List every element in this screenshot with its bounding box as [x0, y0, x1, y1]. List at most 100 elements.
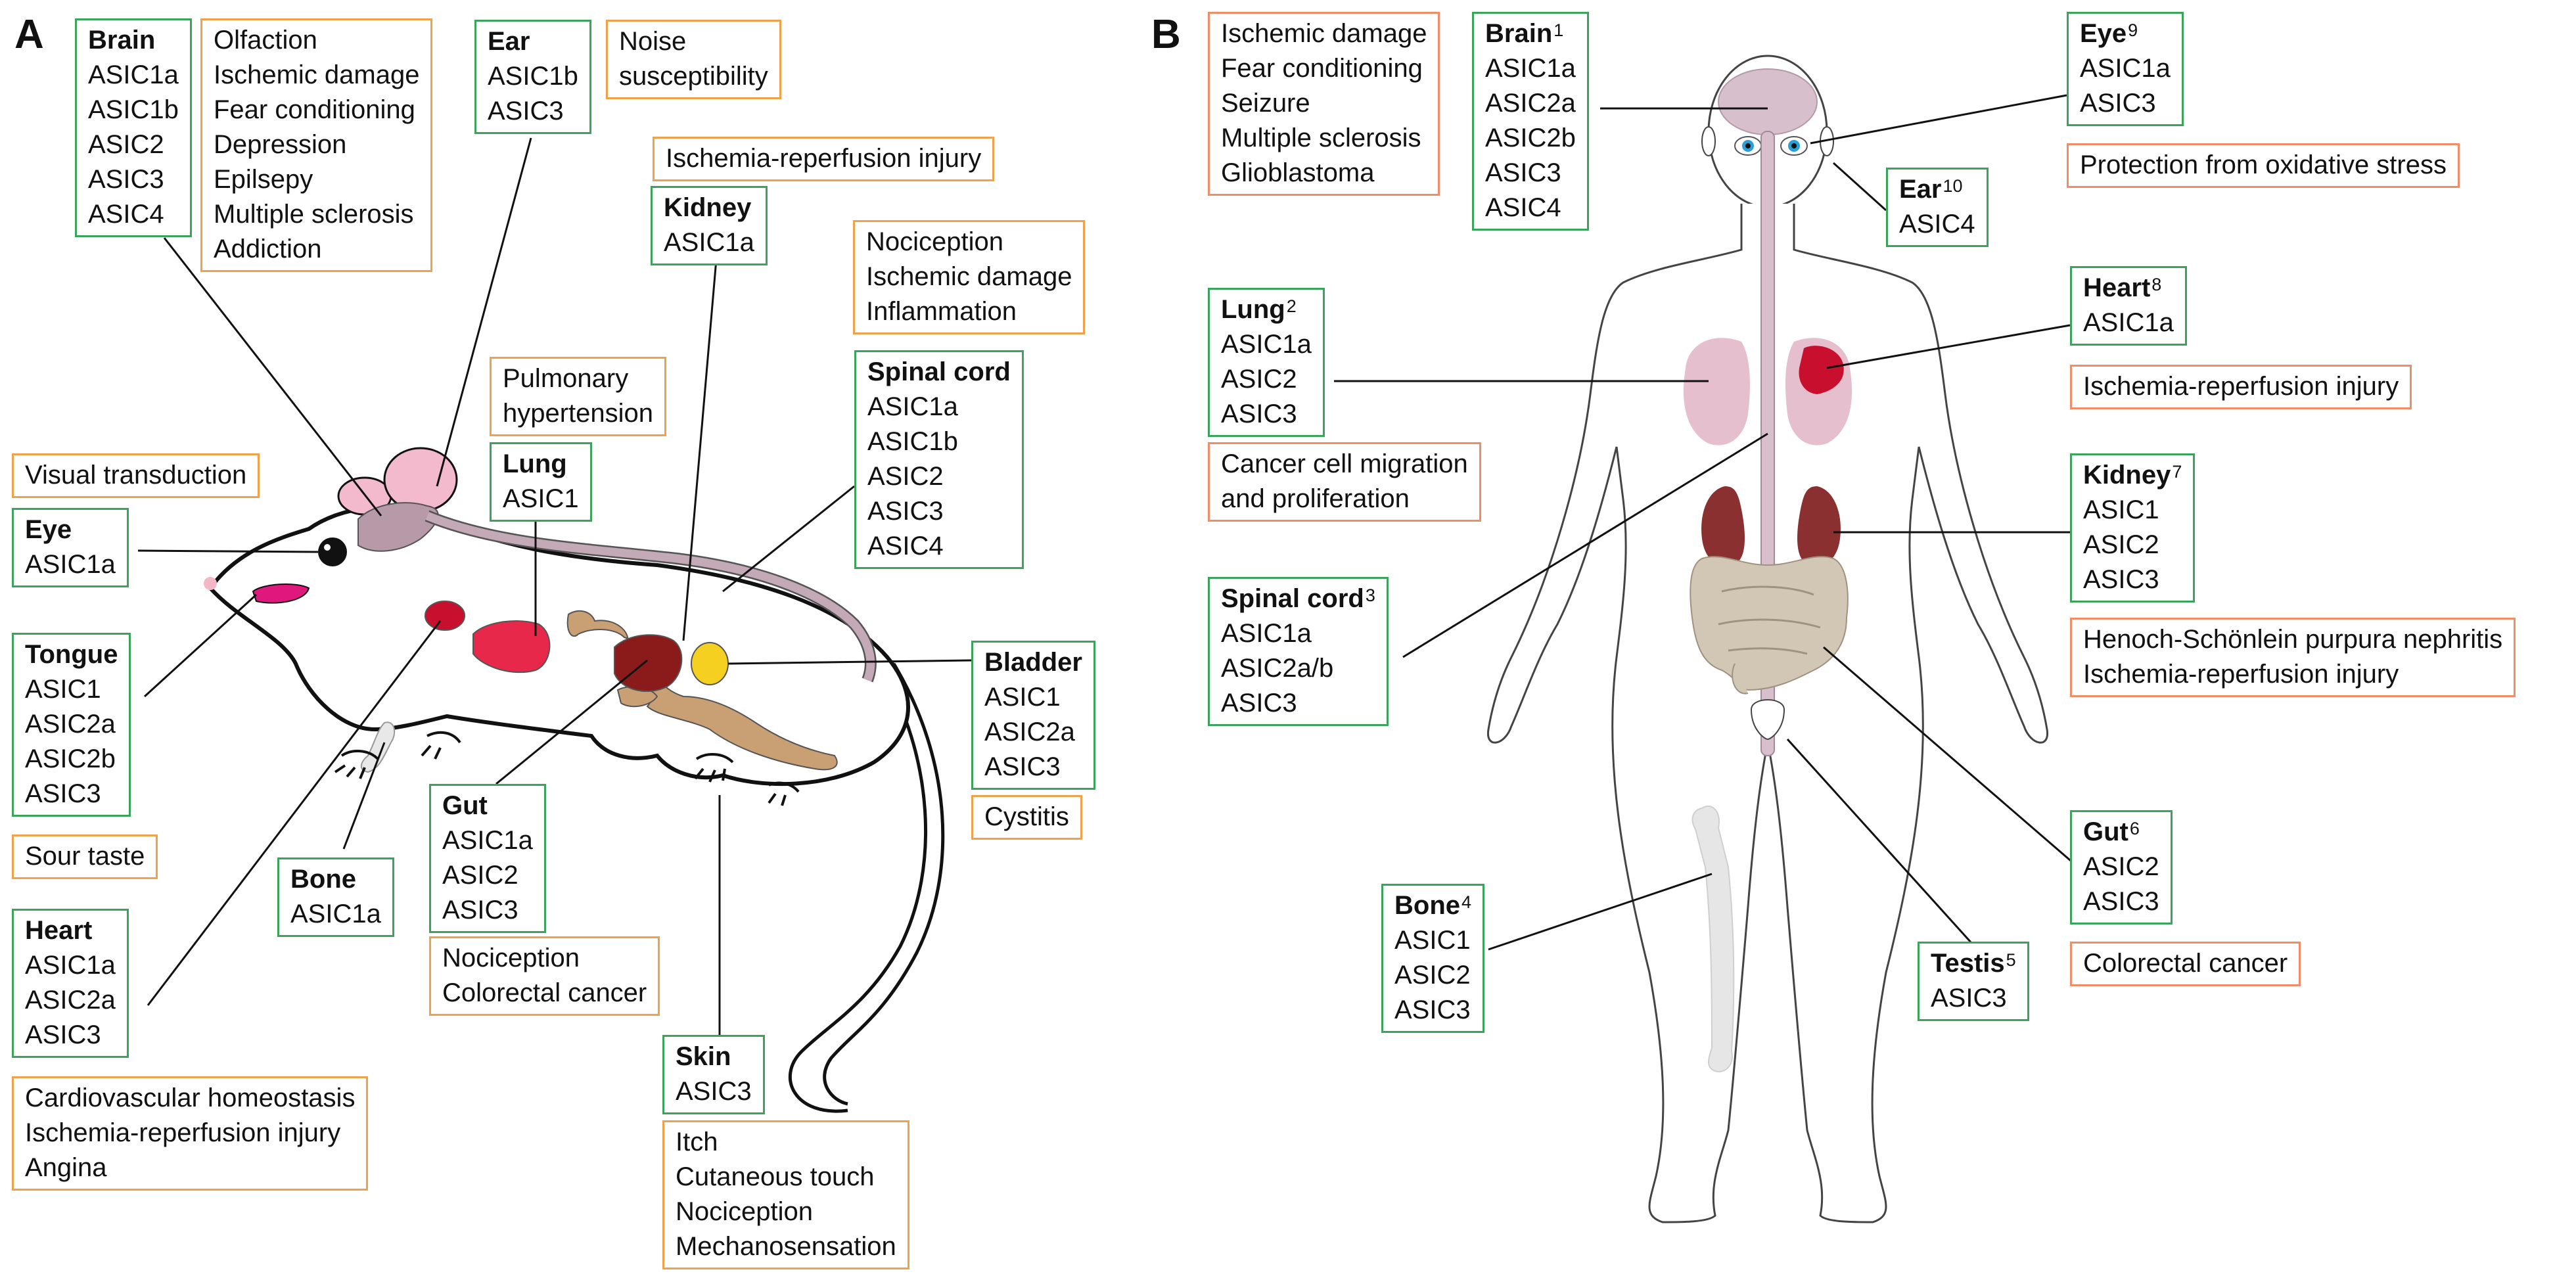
human-eye-ref: 9 — [2128, 20, 2138, 40]
human-gut-ref: 6 — [2129, 819, 2140, 838]
mouse-kidney-receptor: ASIC1a — [664, 228, 754, 257]
mouse-bladder-function: Cystitis — [984, 802, 1069, 831]
human-brain-ref: 1 — [1553, 20, 1564, 40]
human-heart — [1799, 346, 1844, 394]
mouse-bone-receptor: ASIC1a — [290, 900, 381, 928]
human-heart-function-box: Ischemia-reperfusion injury — [2070, 365, 2412, 409]
human-gut-title: Gut — [2083, 817, 2128, 846]
mouse-tongue-receptor: ASIC1 — [25, 675, 101, 704]
mouse-kidney-function-box: Ischemia-reperfusion injury — [653, 137, 995, 181]
mouse-bladder-function-box: Cystitis — [971, 795, 1082, 840]
mouse-tongue-receptor: ASIC2b — [25, 744, 116, 773]
mouse-ear-function: susceptibility — [619, 62, 768, 91]
mouse-eye-receptor-box: Eye ASIC1a — [12, 508, 129, 587]
mouse-brain-title: Brain — [88, 26, 156, 55]
human-ear-receptor: ASIC4 — [1899, 210, 1975, 239]
mouse-brain-function-box: Olfaction Ischemic damage Fear condition… — [200, 18, 433, 272]
human-testis-title: Testis — [1931, 949, 2005, 978]
human-heart-receptor-box: Heart8 ASIC1a — [2070, 266, 2187, 346]
mouse-heart-title: Heart — [25, 916, 93, 945]
mouse-ear — [383, 447, 458, 513]
mouse-skin-receptor-box: Skin ASIC3 — [662, 1035, 765, 1114]
human-lung-function: Cancer cell migration — [1221, 449, 1468, 478]
mouse-tongue-receptor: ASIC2a — [25, 710, 116, 739]
human-brain-function-box: Ischemic damage Fear conditioning Seizur… — [1208, 12, 1440, 196]
human-spinal-receptor: ASIC2a/b — [1221, 654, 1334, 683]
mouse-bladder-receptor: ASIC2a — [984, 718, 1075, 746]
mouse-ear-receptor: ASIC3 — [488, 97, 564, 126]
human-kidney-title: Kidney — [2083, 461, 2171, 490]
mouse-bladder — [691, 642, 729, 685]
mouse-brain-function: Ischemic damage — [214, 60, 420, 89]
human-kidney-receptor: ASIC2 — [2083, 530, 2159, 559]
mouse-spinal-receptor: ASIC1a — [867, 392, 958, 421]
human-spinal-ref: 3 — [1365, 585, 1375, 605]
mouse-brain-receptor: ASIC1b — [88, 95, 179, 124]
mouse-tongue-function: Sour taste — [25, 842, 145, 871]
human-brain-function: Fear conditioning — [1221, 54, 1423, 83]
human-brain-receptor: ASIC1a — [1485, 54, 1576, 83]
human-spinal-receptor-box: Spinal cord3 ASIC1a ASIC2a/b ASIC3 — [1208, 577, 1389, 726]
human-lung-receptor: ASIC3 — [1221, 399, 1297, 428]
mouse-eye-function-box: Visual transduction — [12, 453, 260, 498]
human-brain-function: Glioblastoma — [1221, 158, 1375, 187]
mouse-skin-title: Skin — [676, 1042, 731, 1071]
human-brain-receptor: ASIC3 — [1485, 158, 1561, 187]
mouse-heart-receptor-box: Heart ASIC1a ASIC2a ASIC3 — [12, 909, 129, 1058]
human-kidney-receptor: ASIC3 — [2083, 565, 2159, 594]
mouse-lung-title: Lung — [503, 449, 567, 478]
human-gut-receptor: ASIC2 — [2083, 852, 2159, 881]
mouse-ear-title: Ear — [488, 27, 530, 56]
mouse-spinal-receptor-box: Spinal cord ASIC1a ASIC1b ASIC2 ASIC3 AS… — [854, 350, 1024, 569]
mouse-skin-function: Itch — [676, 1128, 718, 1156]
mouse-lung-function: hypertension — [503, 399, 654, 428]
human-bone-receptor: ASIC2 — [1394, 961, 1471, 990]
mouse-spinal-receptor: ASIC1b — [867, 427, 958, 456]
mouse-brain-receptor: ASIC3 — [88, 165, 164, 194]
human-testis-receptor-box: Testis5 ASIC3 — [1918, 942, 2029, 1021]
human-kidney-left — [1701, 486, 1745, 566]
mouse-brain-receptor: ASIC1a — [88, 60, 179, 89]
mouse-bone — [360, 721, 396, 773]
human-testis — [1750, 699, 1785, 741]
human-kidney-ref: 7 — [2172, 462, 2182, 482]
mouse-eye-receptor: ASIC1a — [25, 550, 116, 579]
mouse-illustration — [204, 447, 945, 1113]
mouse-skin-receptor: ASIC3 — [676, 1077, 752, 1106]
human-brain-function: Ischemic damage — [1221, 19, 1427, 48]
mouse-brain-receptor-box: Brain ASIC1a ASIC1b ASIC2 ASIC3 ASIC4 — [75, 18, 192, 237]
mouse-gut-function-box: Nociception Colorectal cancer — [429, 936, 660, 1016]
human-spinal-receptor: ASIC1a — [1221, 619, 1312, 648]
human-eye-function-box: Protection from oxidative stress — [2067, 143, 2460, 188]
human-heart-receptor: ASIC1a — [2083, 308, 2174, 337]
mouse-lung — [472, 620, 551, 673]
mouse-gut-title: Gut — [442, 791, 488, 820]
mouse-ear-function-box: Noise susceptibility — [606, 20, 781, 99]
mouse-tongue-receptor: ASIC3 — [25, 779, 101, 808]
human-lung-receptor: ASIC1a — [1221, 330, 1312, 359]
human-ear-ref: 10 — [1943, 176, 1963, 196]
mouse-brain-function: Multiple sclerosis — [214, 200, 414, 229]
mouse-gut-receptor: ASIC3 — [442, 896, 518, 924]
mouse-heart-receptor: ASIC1a — [25, 951, 116, 980]
mouse-heart-function: Cardiovascular homeostasis — [25, 1084, 356, 1112]
mouse-brain-receptor: ASIC2 — [88, 130, 164, 159]
mouse-kidney-receptor-box: Kidney ASIC1a — [651, 186, 768, 265]
human-spinal-title: Spinal cord — [1221, 584, 1364, 613]
human-gut-function: Colorectal cancer — [2083, 949, 2288, 978]
mouse-kidney-title: Kidney — [664, 193, 752, 222]
human-testis-receptor: ASIC3 — [1931, 984, 2007, 1013]
mouse-gut-receptor-box: Gut ASIC1a ASIC2 ASIC3 — [429, 784, 546, 933]
mouse-lung-function-box: Pulmonary hypertension — [490, 357, 667, 436]
human-brain — [1718, 68, 1818, 135]
human-lung-function-box: Cancer cell migration and proliferation — [1208, 442, 1481, 522]
human-heart-ref: 8 — [2151, 275, 2162, 294]
mouse-gut-receptor: ASIC2 — [442, 861, 518, 890]
mouse-bone-receptor-box: Bone ASIC1a — [277, 857, 394, 937]
human-eye-receptor-box: Eye9 ASIC1a ASIC3 — [2067, 12, 2184, 126]
mouse-skin-function: Nociception — [676, 1197, 814, 1226]
mouse-brain-function: Depression — [214, 130, 347, 159]
mouse-front-paw — [334, 750, 379, 779]
human-brain-function: Seizure — [1221, 89, 1310, 118]
